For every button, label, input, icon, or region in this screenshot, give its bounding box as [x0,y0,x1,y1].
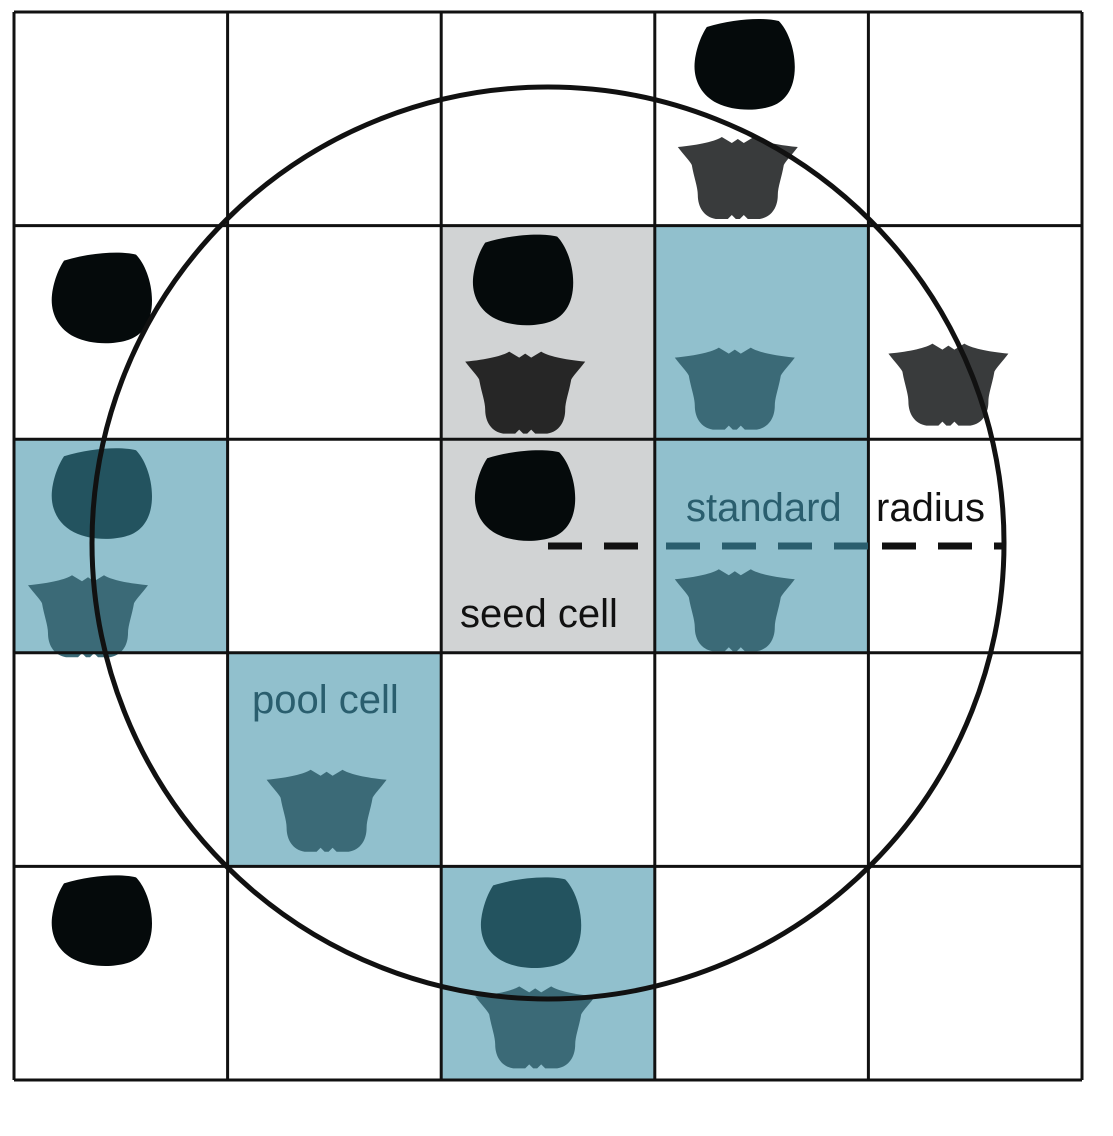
brachiopod-icon-0-3 [694,19,795,110]
brachiopod-icon-4-0 [51,875,152,967]
radius-label: radius [876,486,985,530]
brachiopod-icon-1-2 [472,234,574,326]
seed-cell-label: seed cell [460,592,618,636]
brachiopod-icon-4-2 [480,877,582,969]
brachiopod-icon-1-0 [51,252,152,344]
brachiopod-icon-2-0 [51,448,152,539]
pool-cell-label: pool cell [252,678,399,722]
standard-label: standard [686,486,842,530]
brachiopod-icon-2-2 [474,450,576,541]
trilobite-icon-1-4 [888,343,1009,426]
grid [12,10,1084,1082]
